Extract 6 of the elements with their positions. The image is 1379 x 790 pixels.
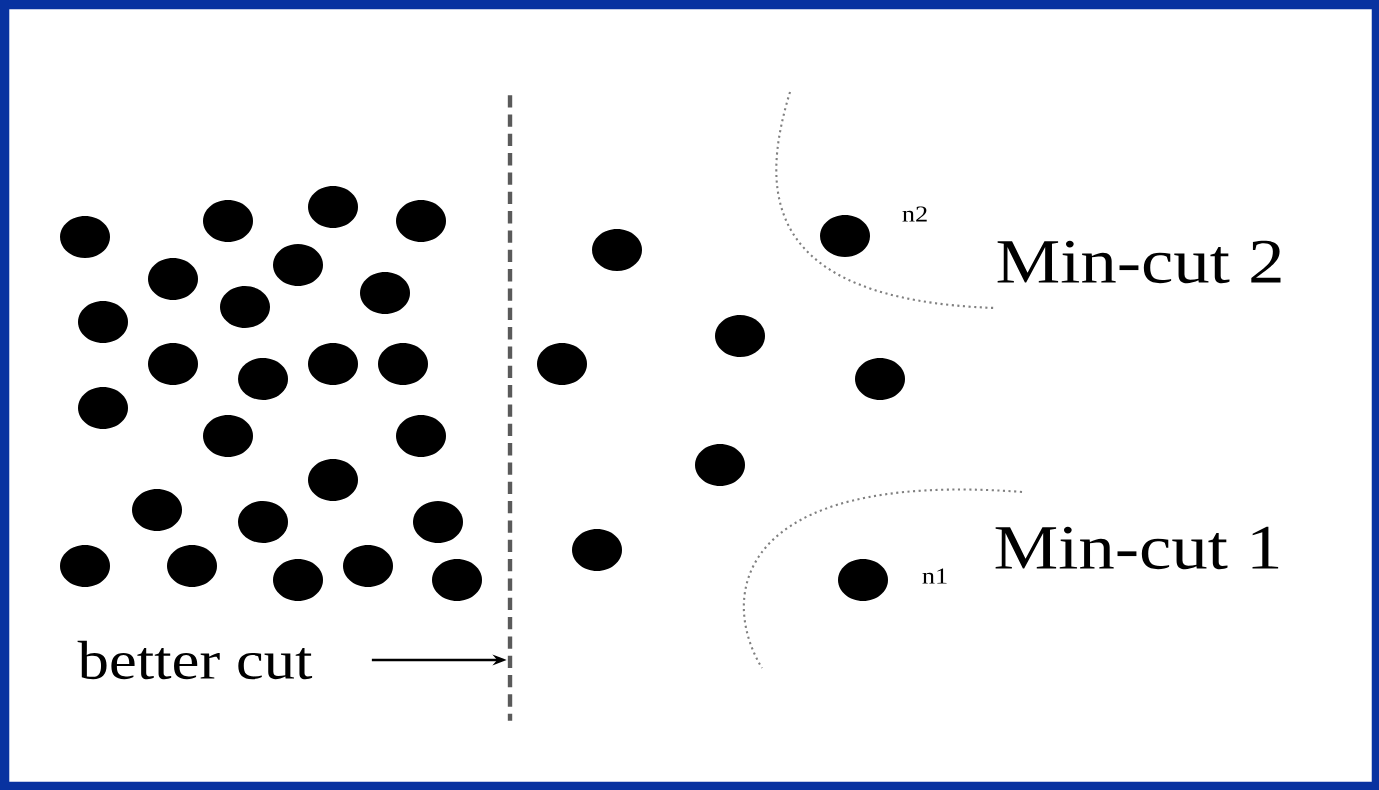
text-label: Min-cut 1: [995, 526, 1279, 570]
node-label: better cut: [77, 640, 313, 680]
dashed-cut-line: [507, 95, 513, 721]
text-label: n2: [902, 206, 927, 222]
text-label: Min-cut 2: [997, 240, 1281, 284]
text-label: n1: [922, 568, 947, 584]
